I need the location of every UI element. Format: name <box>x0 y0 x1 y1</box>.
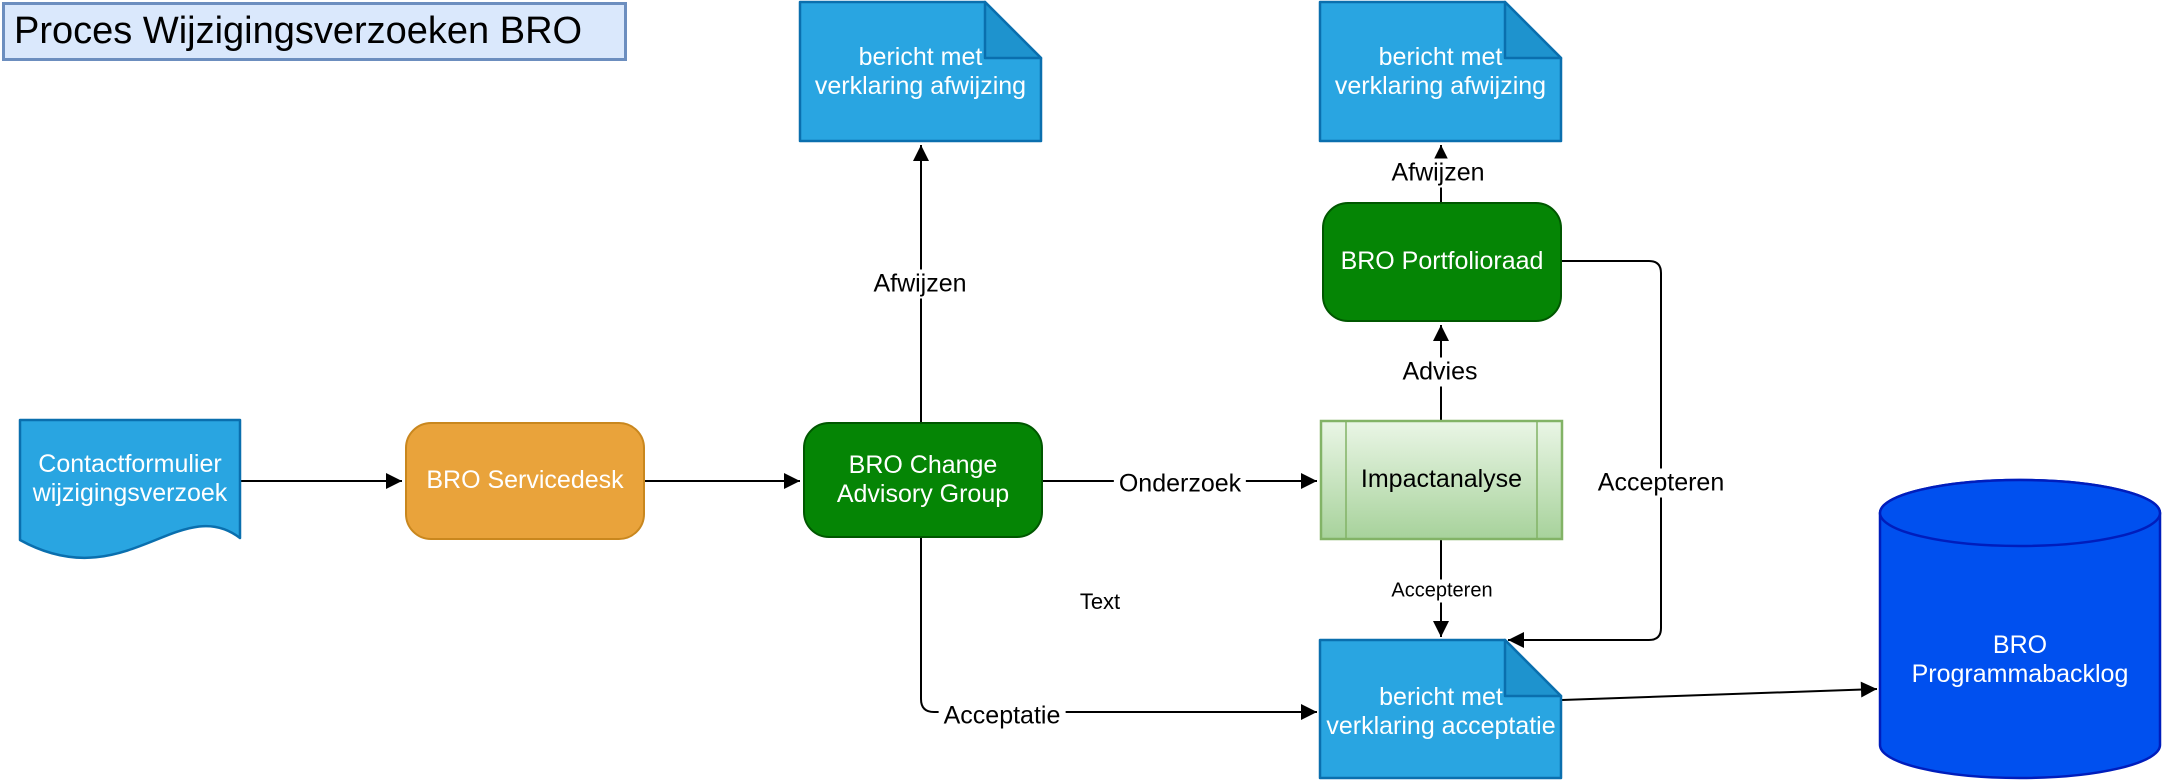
note-fold-bericht-afwijzing-portfolio <box>1503 0 1563 60</box>
subprocess-shape-impactanalyse <box>1319 419 1564 541</box>
edge-cag-acceptatie-to-bericht-acceptatie <box>920 538 1317 720</box>
edge-label-advies: Advies <box>1397 357 1483 387</box>
node-bro-servicedesk: BRO Servicedesk <box>405 422 645 540</box>
edge-label-acceptatie: Acceptatie <box>938 701 1066 731</box>
node-bro-change-advisory-group-label: BRO Change Advisory Group <box>836 450 1010 509</box>
diagram-title-text: Proces Wijzigingsverzoeken BRO <box>14 10 583 52</box>
diagram-title: Proces Wijzigingsverzoeken BRO <box>2 2 627 61</box>
edge-label-accepteren-impact: Accepteren <box>1386 579 1498 603</box>
edge-label-afwijzen-cag: Afwijzen <box>868 269 972 299</box>
note-shape-bericht-afwijzing-portfolio <box>1318 0 1563 143</box>
edge-portfolioraad-accepteren-to-bericht-acceptatie <box>1508 260 1662 648</box>
note-shape-bericht-afwijzing-cag <box>798 0 1043 143</box>
node-bro-change-advisory-group: BRO Change Advisory Group <box>803 422 1043 538</box>
document-shape-contactformulier <box>18 418 242 560</box>
edge-bericht-acceptatie-to-programmabacklog <box>1561 681 1878 701</box>
node-bro-servicedesk-label: BRO Servicedesk <box>426 466 624 495</box>
note-fold-bericht-acceptatie <box>1503 638 1563 698</box>
edge-label-accepteren-loop: Accepteren <box>1592 468 1730 498</box>
note-fold-bericht-afwijzing-cag <box>983 0 1043 60</box>
edge-label-afwijzen-portfolio: Afwijzen <box>1386 158 1490 188</box>
node-bro-portfolioraad-label: BRO Portfolioraad <box>1340 247 1544 276</box>
note-shape-bericht-acceptatie <box>1318 638 1563 780</box>
edge-label-onderzoek: Onderzoek <box>1113 469 1247 499</box>
cylinder-top-programmabacklog <box>1878 478 2162 548</box>
free-text-label: Text <box>1074 589 1126 615</box>
node-bro-portfolioraad: BRO Portfolioraad <box>1322 202 1562 322</box>
